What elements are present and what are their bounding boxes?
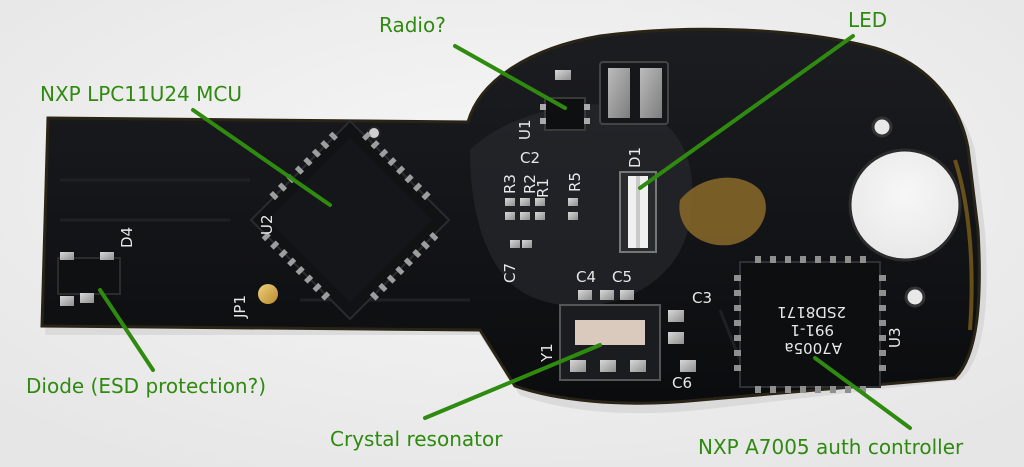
board-edge-highlight: [953, 159, 974, 331]
jp1-pad: [258, 284, 278, 304]
silk-u1: U1: [516, 119, 534, 140]
keyring-hole: [848, 148, 962, 262]
arrow-crystal: [423, 343, 602, 420]
silk-jp1: JP1: [231, 295, 249, 319]
mount-hole-left: [367, 126, 381, 140]
glue-residue: [470, 104, 693, 307]
mount-hole-bottom: [904, 286, 926, 308]
arrow-diode: [98, 288, 155, 372]
silk-c5: C5: [612, 268, 632, 286]
silkscreen: U1 U2 U3 C2 C3 C4 C5 C6 C7 R1 R2 R3 R5 D…: [118, 119, 904, 392]
annotation-lines: [98, 34, 912, 430]
silk-r3: R3: [501, 174, 519, 194]
arrow-mcu: [191, 108, 332, 207]
top-components: [555, 61, 669, 125]
label-mcu: NXP LPC11U24 MCU: [40, 82, 243, 106]
silk-r1: R1: [534, 178, 552, 198]
label-auth: NXP A7005 auth controller: [698, 435, 964, 459]
arrow-auth: [813, 356, 912, 430]
auth-chip: A7005a 991-1 2SD8171: [734, 256, 886, 393]
mcu-chip: [249, 119, 451, 321]
silk-y1: Y1: [538, 343, 556, 363]
diode-component: [57, 252, 121, 306]
amber-glue: [679, 177, 766, 246]
silk-c4: C4: [576, 268, 596, 286]
mount-hole-top: [871, 116, 893, 138]
silk-c2: C2: [520, 149, 540, 167]
led-component: [619, 171, 657, 253]
arrow-radio: [453, 44, 567, 110]
silk-r5: R5: [566, 172, 584, 192]
arrow-led: [638, 34, 855, 190]
silk-u3: U3: [886, 327, 904, 348]
silk-r2: R2: [521, 174, 539, 194]
silk-u2: U2: [258, 214, 276, 235]
label-crystal: Crystal resonator: [330, 427, 503, 451]
silk-d1: D1: [626, 147, 644, 168]
silk-d4: D4: [118, 227, 136, 248]
crystal-component: [559, 304, 661, 381]
auth-marking-2: 991-1: [790, 321, 834, 339]
label-radio: Radio?: [379, 13, 446, 37]
silk-c6: C6: [672, 374, 692, 392]
label-led: LED: [848, 8, 888, 32]
traces: [60, 178, 742, 361]
auth-marking-1: A7005a: [784, 339, 842, 357]
passive-pads: [505, 198, 696, 372]
silk-c7: C7: [501, 263, 519, 283]
label-diode: Diode (ESD protection?): [26, 374, 267, 398]
radio-chip: [540, 97, 590, 131]
silk-c3: C3: [692, 289, 712, 307]
auth-marking-3: 2SD8171: [777, 303, 846, 321]
